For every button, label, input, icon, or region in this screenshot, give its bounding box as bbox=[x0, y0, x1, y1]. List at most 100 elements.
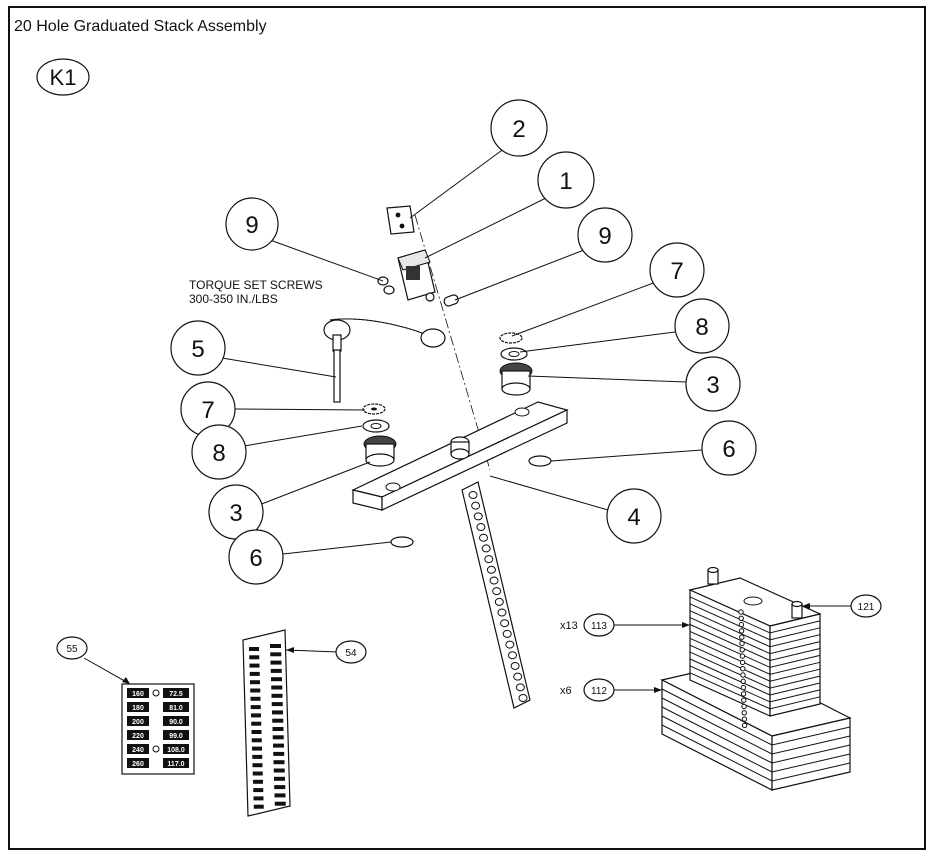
decal-right-cell bbox=[163, 730, 189, 740]
strip-right-cell bbox=[274, 776, 285, 781]
callout-6-right: 6 bbox=[550, 420, 757, 476]
multiplier-x13: x13 bbox=[560, 620, 578, 632]
callout-3-left: 3 bbox=[208, 461, 371, 540]
stack-hole bbox=[741, 703, 747, 710]
lower-plate-edge bbox=[661, 697, 851, 755]
callout-4: 4 bbox=[489, 475, 662, 544]
part-8-washer-right bbox=[500, 347, 528, 361]
strip-right-cell bbox=[270, 644, 281, 648]
callout-3-right: 3 bbox=[527, 356, 741, 412]
upper-plate-edge bbox=[689, 651, 821, 689]
stem-hole bbox=[505, 640, 515, 649]
strip-left-cell bbox=[251, 730, 262, 734]
weight-stack bbox=[660, 566, 852, 791]
stem-hole bbox=[481, 544, 491, 553]
decal-left-value: 220 bbox=[132, 733, 144, 740]
strip-left-cell bbox=[249, 671, 260, 676]
decal-left-cell bbox=[127, 758, 149, 768]
stack-hole bbox=[741, 697, 747, 703]
strip-right-cell bbox=[270, 668, 282, 673]
strip-right-cell bbox=[272, 735, 284, 740]
strip-right-cell bbox=[274, 801, 286, 806]
svg-text:113: 113 bbox=[591, 621, 607, 632]
strip-left-cell bbox=[252, 771, 263, 776]
part-3-bushing-right bbox=[499, 362, 533, 396]
decal-left-cell bbox=[127, 730, 149, 740]
callout-9-left: 9 bbox=[225, 197, 384, 282]
decal-hole bbox=[152, 689, 160, 697]
decal-right-cell bbox=[163, 716, 189, 726]
decal-left-value: 180 bbox=[132, 705, 144, 712]
upper-plate-edge bbox=[689, 603, 821, 641]
stack-hole bbox=[740, 691, 747, 697]
stem-hole bbox=[471, 501, 481, 510]
upper-plate-edge bbox=[689, 630, 821, 668]
strip-right-cell bbox=[274, 793, 286, 798]
strip-right-cell bbox=[272, 710, 283, 715]
strip-left-cell bbox=[251, 738, 262, 743]
strip-left-cell bbox=[253, 804, 264, 809]
part-1-selector-block bbox=[397, 249, 436, 302]
strip-right-cell bbox=[273, 768, 285, 773]
svg-text:4: 4 bbox=[627, 504, 640, 531]
strip-right-cell bbox=[271, 685, 283, 690]
part-4-top-plate bbox=[351, 401, 569, 511]
upper-plate-edge bbox=[689, 672, 821, 710]
decal-right-value: 117.0 bbox=[167, 761, 184, 768]
decal-right-value: 81.0 bbox=[169, 705, 183, 712]
svg-text:7: 7 bbox=[201, 397, 214, 424]
upper-plate-edge bbox=[689, 624, 821, 662]
strip-left-cell bbox=[250, 688, 261, 693]
strip-left-cell bbox=[250, 696, 261, 701]
svg-text:1: 1 bbox=[559, 168, 572, 195]
stem-hole bbox=[507, 651, 517, 660]
torque-note: TORQUE SET SCREWS 300-350 IN./LBS bbox=[189, 278, 323, 306]
decal-left-value: 160 bbox=[132, 691, 144, 698]
stack-hole bbox=[740, 666, 746, 672]
strip-left-cell bbox=[253, 788, 264, 793]
stem-hole bbox=[502, 629, 512, 638]
stack-hole bbox=[739, 634, 745, 640]
callout-8-right: 8 bbox=[519, 298, 730, 354]
callout-1: 1 bbox=[424, 151, 595, 259]
strip-left-cell bbox=[250, 680, 260, 685]
upper-plate-edge bbox=[689, 665, 821, 703]
stack-hole bbox=[739, 659, 746, 666]
stack-hole bbox=[740, 684, 747, 691]
callout-121: 121 bbox=[802, 594, 882, 618]
part-7-star-washer-right bbox=[499, 332, 523, 344]
stem-hole bbox=[484, 555, 494, 564]
upper-plate-edge bbox=[689, 596, 821, 634]
torque-note-line-2: 300-350 IN./LBS bbox=[189, 292, 278, 306]
stack-hole bbox=[740, 672, 746, 678]
decal-right-cell bbox=[163, 758, 189, 768]
callout-7-right: 7 bbox=[511, 242, 705, 337]
stack-hole bbox=[739, 640, 745, 647]
page-title: 20 Hole Graduated Stack Assembly bbox=[14, 18, 267, 35]
strip-right-cell bbox=[274, 785, 286, 790]
decal-hole bbox=[152, 745, 160, 753]
stack-hole bbox=[741, 722, 748, 729]
stem-hole bbox=[513, 672, 523, 681]
callout-113: x13 113 bbox=[560, 613, 690, 637]
part-8-washer-left bbox=[362, 419, 390, 433]
decal-right-cell bbox=[163, 744, 189, 754]
stack-hole bbox=[738, 628, 745, 634]
strip-left-cell bbox=[249, 655, 260, 660]
strip-left-cell bbox=[253, 796, 264, 801]
decal-left-cell bbox=[127, 744, 149, 754]
svg-text:3: 3 bbox=[706, 372, 719, 399]
svg-text:9: 9 bbox=[598, 223, 611, 250]
stem-hole bbox=[497, 608, 507, 617]
stem-hole bbox=[510, 661, 520, 670]
strip-right-cell bbox=[273, 743, 284, 748]
stack-hole bbox=[738, 615, 744, 621]
stem-hole bbox=[518, 694, 528, 702]
strip-right-cell bbox=[270, 660, 282, 665]
strip-left-cell bbox=[250, 705, 261, 710]
lower-plate-edge bbox=[661, 688, 851, 746]
strip-right-cell bbox=[271, 693, 283, 698]
svg-text:6: 6 bbox=[249, 545, 262, 572]
svg-text:9: 9 bbox=[245, 212, 258, 239]
